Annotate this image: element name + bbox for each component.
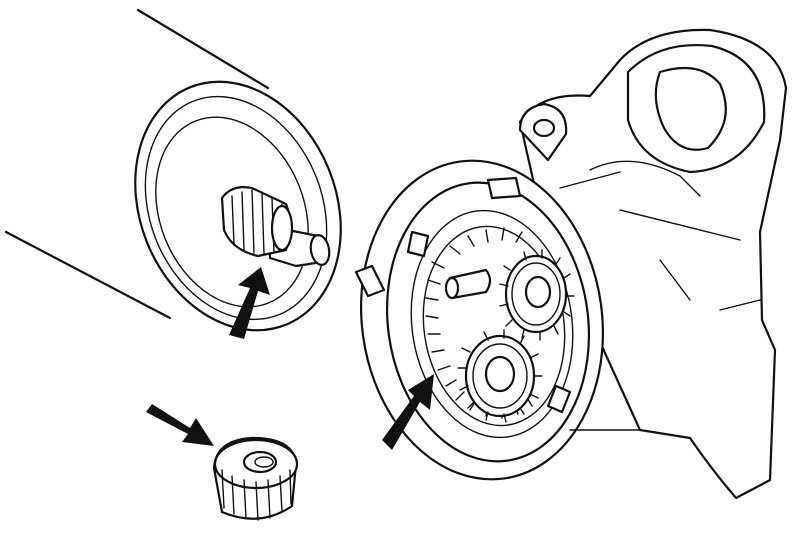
arrow-ring-gear [382,374,434,450]
planet-gear-lower [457,329,543,423]
arrow-sun-gear [146,404,214,446]
planet-gear-upper [499,249,575,341]
sun-gear [212,436,299,521]
shaft-splines [220,186,294,258]
arrow-shaft-splines [229,267,270,339]
armature-motor-housing [4,8,342,332]
planetary-gear-housing [354,28,788,500]
